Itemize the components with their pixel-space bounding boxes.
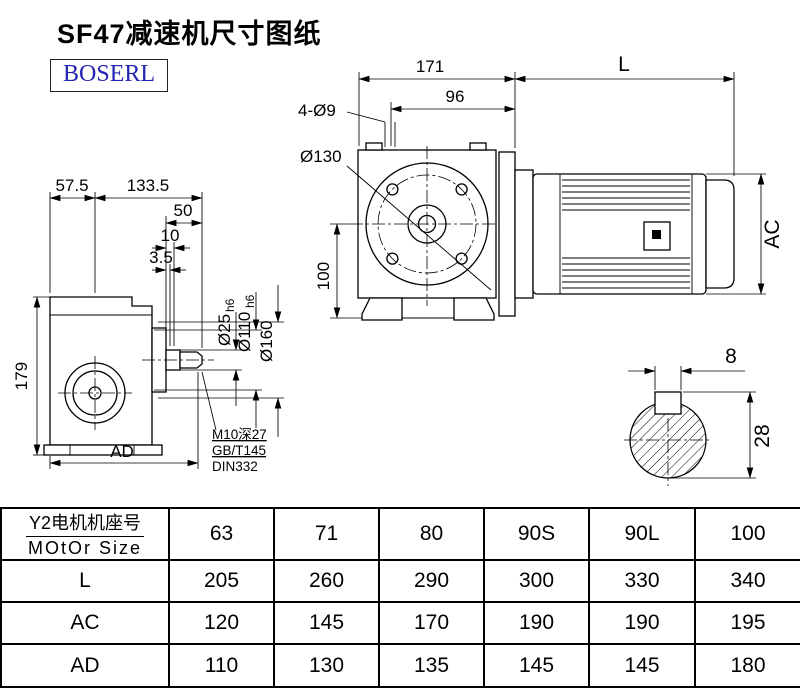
front-view-part	[346, 142, 504, 321]
left-foot	[361, 297, 403, 321]
value-cell: 135	[378, 643, 485, 688]
header-line1: Y2电机机座号	[25, 510, 145, 537]
value-cell: 260	[273, 559, 380, 603]
row-label-cell: L	[0, 559, 170, 603]
size-header-cell: 90S	[483, 507, 590, 561]
table-row: AC 120 145 170 190 190 195	[0, 601, 800, 645]
row-label-cell: AD	[0, 643, 170, 688]
right-foot	[453, 297, 495, 321]
motor-flange	[514, 169, 534, 299]
dim-flange-od: Ø160	[257, 320, 276, 362]
table-row: AD 110 130 135 145 145 180	[0, 643, 800, 688]
front-view-dimensions: 171 96 4-Ø9 Ø130 100	[298, 57, 516, 319]
fan-cover	[705, 179, 735, 289]
bolt-circle	[377, 174, 477, 274]
value-cell: 300	[483, 559, 590, 603]
motor-view-part	[498, 151, 735, 317]
note-tapped-hole: M10深27	[212, 427, 267, 442]
value-cell: 190	[483, 601, 590, 645]
keyway	[654, 391, 682, 415]
value-cell: 145	[483, 643, 590, 688]
dim-100: 100	[314, 262, 333, 290]
dim-10: 10	[161, 226, 180, 245]
shaft-bore	[417, 214, 437, 234]
value-cell: 120	[168, 601, 275, 645]
technical-drawing: 171 96 4-Ø9 Ø130 100	[12, 53, 784, 486]
motor-frame-header-cell: Y2电机机座号 MOtOr Size	[0, 507, 170, 561]
value-cell: 145	[588, 643, 696, 688]
value-cell: 110	[168, 643, 275, 688]
row-label-cell: AC	[0, 601, 170, 645]
mounting-base	[43, 444, 163, 456]
dim-3-5: 3.5	[149, 248, 173, 267]
value-cell: 180	[694, 643, 800, 688]
brand-logo: BOSERL	[50, 59, 169, 92]
bolt-hole-icon	[386, 183, 399, 196]
header-line2: MOtOr Size	[27, 538, 142, 558]
note-standard-gb: GB/T145	[212, 443, 266, 458]
table-header-row: Y2电机机座号 MOtOr Size 63 71 80 90S 90L 100	[0, 507, 800, 561]
value-cell: 145	[273, 601, 380, 645]
value-cell: 330	[588, 559, 696, 603]
adapter-flange	[498, 151, 516, 317]
dim-179: 179	[12, 362, 31, 390]
dim-171: 171	[416, 57, 444, 76]
dim-shaft-with-key: 28	[751, 424, 774, 447]
size-header-cell: 71	[273, 507, 380, 561]
dim-flange-diameter: Ø130	[300, 147, 342, 166]
value-cell: 130	[273, 643, 380, 688]
bolt-hole-icon	[386, 252, 399, 265]
side-view-notes: M10深27 GB/T145 DIN332	[201, 371, 267, 474]
note-standard-din: DIN332	[212, 459, 258, 474]
size-header-cell: 90L	[588, 507, 696, 561]
value-cell: 190	[588, 601, 696, 645]
size-header-cell: 100	[694, 507, 800, 561]
dim-57-5: 57.5	[55, 176, 88, 195]
dim-L: L	[618, 53, 630, 76]
flange-circle	[365, 162, 489, 286]
dim-spigot-diameter: Ø110	[235, 312, 254, 352]
dim-133-5: 133.5	[127, 176, 170, 195]
bolt-hole-icon	[455, 183, 468, 196]
value-cell: 340	[694, 559, 800, 603]
dim-50: 50	[174, 201, 193, 220]
dim-bolt-holes: 4-Ø9	[298, 101, 336, 120]
dim-spigot-tolerance: h6	[243, 294, 257, 308]
value-cell: 195	[694, 601, 800, 645]
page-title: SF47减速机尺寸图纸	[57, 19, 322, 49]
value-cell: 205	[168, 559, 275, 603]
size-header-cell: 80	[378, 507, 485, 561]
dimension-table: Y2电机机座号 MOtOr Size 63 71 80 90S 90L 100 …	[0, 507, 800, 688]
diameter-leader-line	[346, 165, 492, 291]
side-view-dimensions: 57.5 133.5 50 10 3.5 179 AD	[12, 176, 284, 469]
value-cell: 290	[378, 559, 485, 603]
motor-view-dimensions: L AC	[514, 53, 784, 295]
dim-AC: AC	[761, 219, 784, 248]
table-row: L 205 260 290 300 330 340	[0, 559, 800, 603]
size-header-cell: 63	[168, 507, 275, 561]
shaft-section-dimensions: 8 28	[628, 345, 774, 479]
dim-shaft-tolerance: h6	[223, 298, 237, 312]
shaft-section-part	[624, 391, 712, 486]
dim-AD: AD	[110, 442, 134, 461]
side-view-part	[43, 296, 214, 456]
value-cell: 170	[378, 601, 485, 645]
dim-key-width: 8	[725, 345, 737, 368]
dim-96: 96	[446, 87, 465, 106]
